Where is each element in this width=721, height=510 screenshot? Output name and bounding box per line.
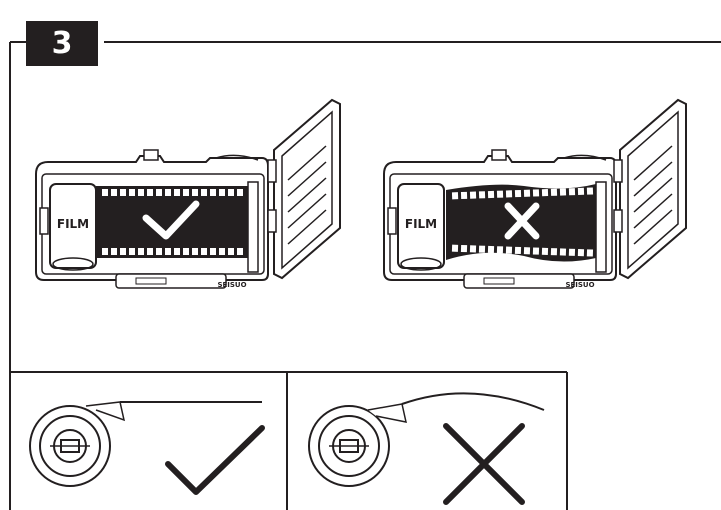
camera-door-correct	[267, 99, 341, 279]
film-cartridge-incorrect	[308, 392, 545, 505]
film-cartridge-label: FILM	[405, 217, 437, 231]
cross-mark-icon	[504, 202, 540, 240]
step-number-badge: 3	[26, 21, 98, 66]
camera-incorrect-loading: FILM SEISUO	[383, 149, 617, 289]
check-mark-icon	[165, 425, 265, 495]
camera-door-incorrect	[613, 99, 687, 279]
check-mark-icon	[142, 200, 200, 240]
camera-correct-loading: FILM SEISUO	[35, 149, 269, 289]
cross-mark-icon	[443, 423, 525, 505]
camera-brand-mark: SEISUO	[565, 281, 594, 289]
camera-brand-mark: SEISUO	[217, 281, 246, 289]
film-cartridge-correct	[29, 401, 265, 495]
film-strip-flat	[96, 186, 248, 258]
film-cartridge-label: FILM	[57, 217, 89, 231]
film-leader-curled	[401, 392, 545, 411]
